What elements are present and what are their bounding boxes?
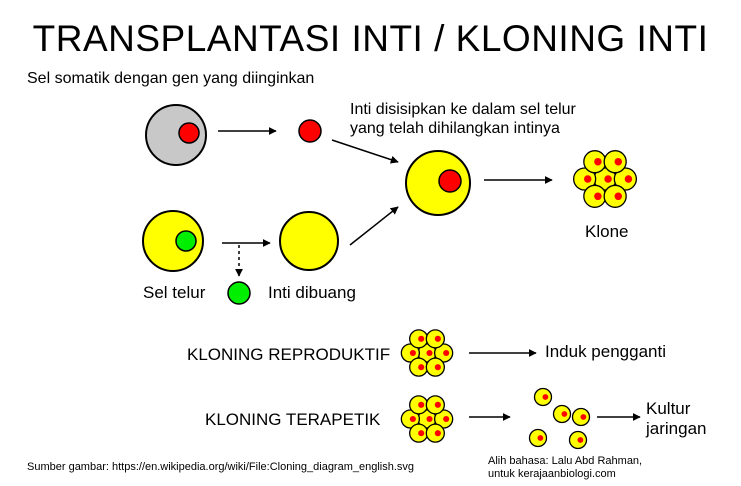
cluster-cell: [433, 409, 454, 429]
tissue-culture-label: Kultur jaringan: [646, 399, 707, 438]
cluster-cell: [409, 395, 429, 415]
dispersed-cell: [528, 428, 548, 448]
reconstructed-egg: [405, 150, 471, 216]
clone-cluster: [573, 150, 637, 208]
reproductive-cloning-label: KLONING REPRODUKTIF: [187, 345, 391, 364]
cluster-cell: [400, 343, 421, 363]
cluster-cell: [409, 423, 429, 443]
dispersed-cell: [552, 404, 572, 424]
extracted-donor-nucleus: [298, 119, 322, 143]
nucleus-inserted-label: Inti disisipkan ke dalam sel telur yang …: [350, 101, 576, 137]
surrogate-mother-label: Induk pengganti: [545, 342, 666, 361]
arrow-insert-nucleus: [331, 139, 399, 164]
cluster-cell: [433, 343, 454, 363]
enucleated-egg: [279, 211, 339, 271]
clone-label: Klone: [585, 222, 629, 241]
cluster-cell: [425, 423, 445, 443]
cluster-cell: [409, 357, 429, 377]
egg-cell-label: Sel telur: [143, 283, 206, 302]
dispersed-cell: [568, 430, 588, 450]
cluster-cell: [583, 150, 607, 174]
cluster-cell: [573, 167, 597, 191]
cluster-cell: [425, 329, 445, 349]
image-source-credit: Sumber gambar: https://en.wikipedia.org/…: [27, 461, 415, 473]
arrow-to-reconstructed-egg: [349, 206, 399, 246]
somatic-cell-label: Sel somatik dengan gen yang diinginkan: [27, 70, 315, 87]
dispersed-cells: [528, 387, 591, 450]
egg-cell: [142, 210, 204, 272]
cluster-cell: [425, 357, 445, 377]
translation-credit: Alih bahasa: Lalu Abd Rahman, untuk kera…: [488, 455, 643, 480]
cluster-cell: [400, 409, 421, 429]
reproductive-cloning-cluster: [400, 329, 454, 377]
cluster-cell: [613, 167, 637, 191]
cluster-cell: [425, 395, 445, 415]
somatic-cell: [145, 104, 207, 166]
dispersed-cell: [571, 407, 591, 427]
cluster-cell: [603, 184, 627, 208]
cluster-cell: [603, 150, 627, 174]
therapeutic-cloning-cluster: [400, 395, 454, 443]
therapeutic-cloning-label: KLONING TERAPETIK: [205, 410, 381, 429]
cluster-cell: [593, 167, 617, 191]
cluster-cell: [409, 329, 429, 349]
removed-egg-nucleus: [227, 281, 251, 305]
cluster-cell: [583, 184, 607, 208]
nucleus-removed-label: Inti dibuang: [268, 283, 356, 302]
diagram-title: TRANSPLANTASI INTI / KLONING INTI: [32, 18, 709, 59]
dispersed-cell: [533, 387, 553, 407]
